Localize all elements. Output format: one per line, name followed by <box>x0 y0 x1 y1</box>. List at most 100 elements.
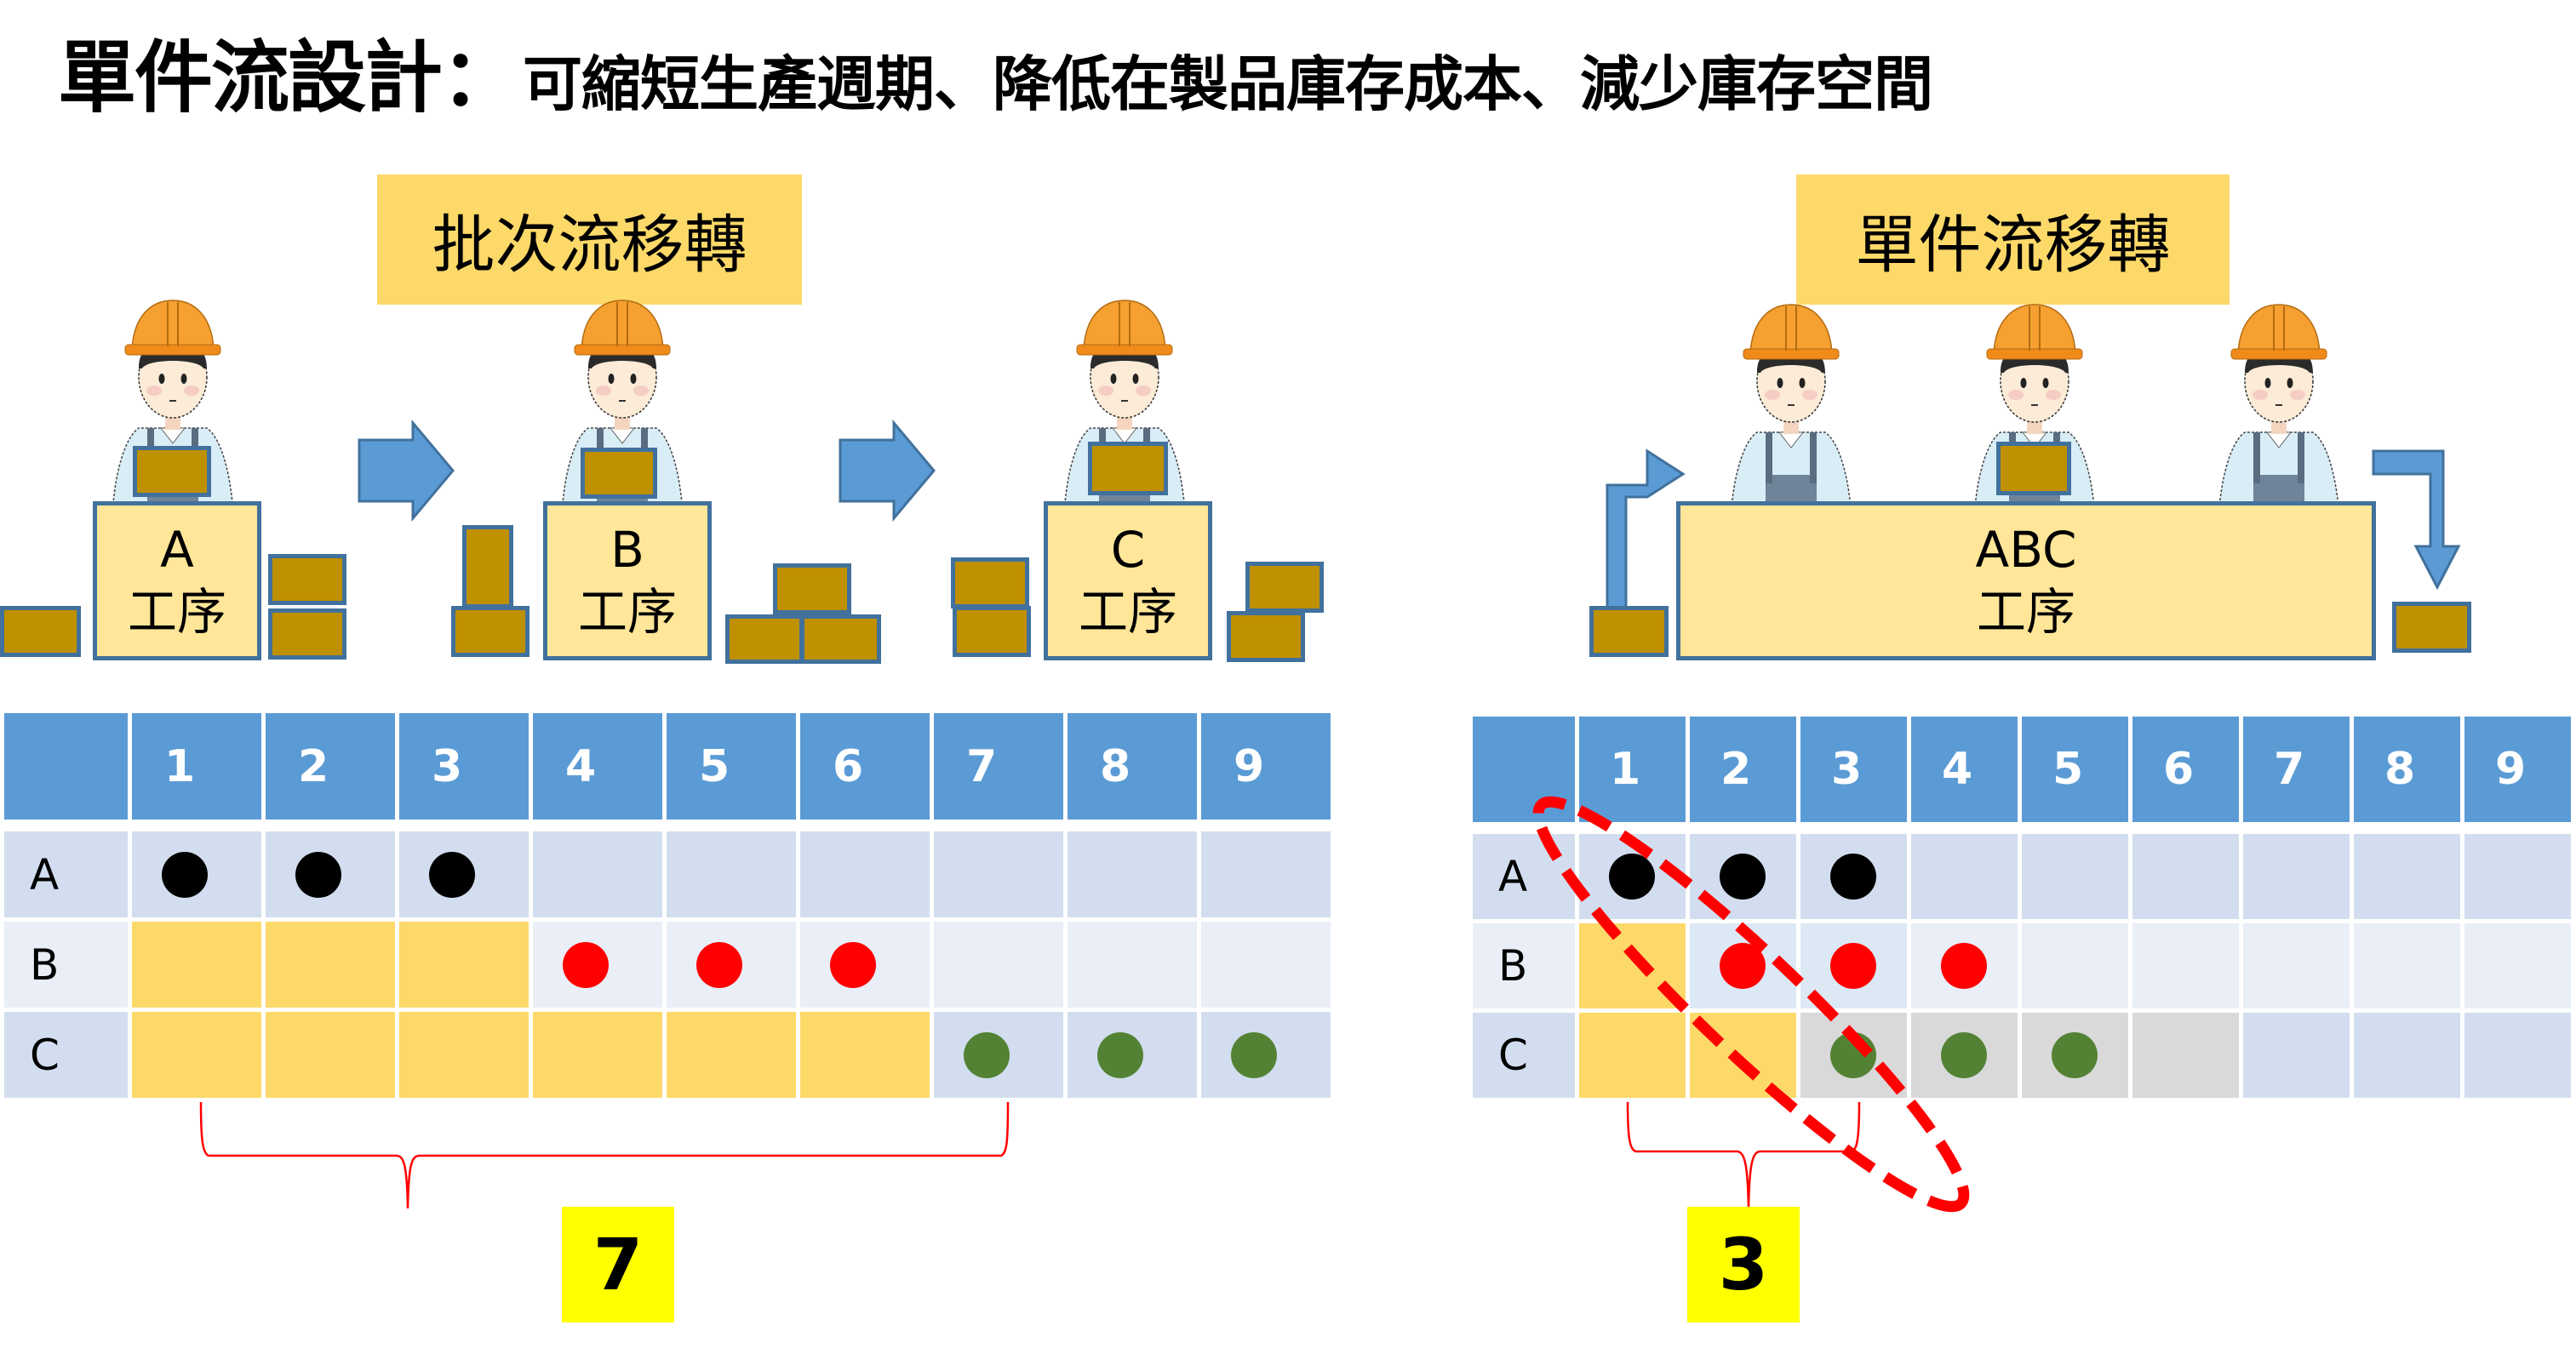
table-header-cell: 6 <box>2132 717 2239 822</box>
timeline-cell <box>800 831 930 917</box>
timeline-cell <box>132 831 261 917</box>
timeline-cell <box>1911 1013 2018 1098</box>
inventory-crate <box>0 606 81 657</box>
time-step-label: 4 <box>565 740 597 792</box>
timeline-cell <box>2464 1013 2571 1098</box>
table-header-cell: 2 <box>1690 717 1796 822</box>
table-header-cell: 2 <box>266 713 395 820</box>
wip-crate <box>581 448 657 499</box>
inventory-crate <box>773 563 851 614</box>
timeline-cell <box>1911 834 2018 919</box>
table-header-cell: 3 <box>1800 717 1907 822</box>
table-header-cell: 8 <box>2354 717 2460 822</box>
single-lead-time-value: 3 <box>1718 1223 1769 1306</box>
single-flow-banner: 單件流移轉 <box>1796 174 2230 305</box>
worker-1-figure <box>1729 304 1853 535</box>
wip-crate <box>1088 442 1168 495</box>
time-step-label: 6 <box>833 740 864 792</box>
waiting-cell <box>533 1012 662 1098</box>
process-row-label: C <box>30 1030 60 1080</box>
timeline-cell <box>934 831 1063 917</box>
process-a-letter: A <box>160 521 194 579</box>
wip-crate <box>1996 442 2071 495</box>
table-header-cell: 9 <box>2464 717 2571 822</box>
table-header-corner <box>1473 717 1575 822</box>
timeline-cell <box>2132 1013 2239 1098</box>
inventory-crate <box>951 557 1029 608</box>
table-header-cell: 7 <box>2243 717 2350 822</box>
timeline-cell <box>1690 923 1796 1008</box>
inventory-crate <box>800 614 881 664</box>
timeline-cell <box>1068 831 1197 917</box>
waiting-cell <box>399 1012 529 1098</box>
table-header-cell: 5 <box>667 713 796 820</box>
time-step-label: 9 <box>2495 744 2527 795</box>
waiting-cell <box>1690 1013 1796 1098</box>
timeline-cell <box>2022 834 2128 919</box>
row-label-cell: B <box>1473 923 1575 1008</box>
work-item-dot <box>295 851 341 898</box>
waiting-cell <box>132 922 261 1008</box>
work-item-dot <box>1097 1031 1143 1078</box>
work-item-dot <box>964 1031 1010 1078</box>
batch-lead-time-bracket <box>199 1101 1010 1209</box>
row-label-cell: C <box>4 1012 128 1098</box>
table-header-cell: 3 <box>399 713 529 820</box>
timeline-cell <box>1201 922 1331 1008</box>
timeline-cell <box>1690 834 1796 919</box>
process-abc-box: ABC 工序 <box>1676 501 2376 660</box>
time-step-label: 1 <box>164 740 196 792</box>
waiting-cell <box>399 922 529 1008</box>
waiting-cell <box>1579 1013 1686 1098</box>
waiting-cell <box>1579 923 1686 1008</box>
work-item-dot <box>162 851 208 898</box>
row-label-cell: C <box>1473 1013 1575 1098</box>
batch-lead-time-label: 7 <box>562 1207 674 1322</box>
process-abc-label: 工序 <box>1976 582 2075 641</box>
waiting-cell <box>800 1012 930 1098</box>
batch-flow-banner-text: 批次流移轉 <box>432 208 747 282</box>
process-a-box: A 工序 <box>93 501 261 660</box>
timeline-cell <box>1800 923 1907 1008</box>
timeline-cell <box>800 922 930 1008</box>
single-flow-banner-text: 單件流移轉 <box>1855 208 2171 282</box>
wip-crate <box>133 446 211 497</box>
batch-lead-time-value: 7 <box>592 1223 644 1306</box>
work-item-dot <box>1719 943 1766 989</box>
inventory-crate <box>953 606 1031 657</box>
timeline-cell <box>1201 1012 1331 1098</box>
timeline-cell <box>934 1012 1063 1098</box>
inventory-crate <box>462 525 513 608</box>
timeline-cell <box>2243 834 2350 919</box>
single-lead-time-label: 3 <box>1687 1207 1800 1322</box>
timeline-cell <box>1911 923 2018 1008</box>
timeline-cell <box>2243 923 2350 1008</box>
table-header-cell: 8 <box>1068 713 1197 820</box>
inventory-crate <box>451 606 530 657</box>
single-lead-time-bracket <box>1626 1101 1861 1209</box>
bent-arrow-right-down-icon <box>2372 449 2461 591</box>
time-step-label: 8 <box>2384 744 2416 795</box>
process-row-label: C <box>1498 1031 1528 1080</box>
work-item-dot <box>1231 1031 1277 1078</box>
work-item-dot <box>1829 943 1876 989</box>
timeline-cell <box>2354 923 2460 1008</box>
timeline-cell <box>2354 834 2460 919</box>
process-b-label: 工序 <box>577 582 677 641</box>
process-row-label: A <box>1498 852 1528 901</box>
flow-arrow-right-icon <box>839 419 936 523</box>
work-item-dot <box>563 941 609 988</box>
timeline-cell <box>2132 834 2239 919</box>
row-label-cell: B <box>4 922 128 1008</box>
flow-arrow-right-icon <box>358 419 455 523</box>
process-b-box: B 工序 <box>543 501 712 660</box>
time-step-label: 5 <box>2052 744 2084 795</box>
time-step-label: 2 <box>298 740 329 792</box>
page-title: 單件流設計： 可縮短生產週期、降低在製品庫存成本、減少庫存空間 <box>58 32 1933 128</box>
table-header-cell: 9 <box>1201 713 1331 820</box>
input-crate <box>1589 606 1669 657</box>
inventory-crate <box>268 608 346 660</box>
work-item-dot <box>1829 1032 1876 1078</box>
table-header-cell: 1 <box>1579 717 1686 822</box>
timeline-cell <box>2022 923 2128 1008</box>
